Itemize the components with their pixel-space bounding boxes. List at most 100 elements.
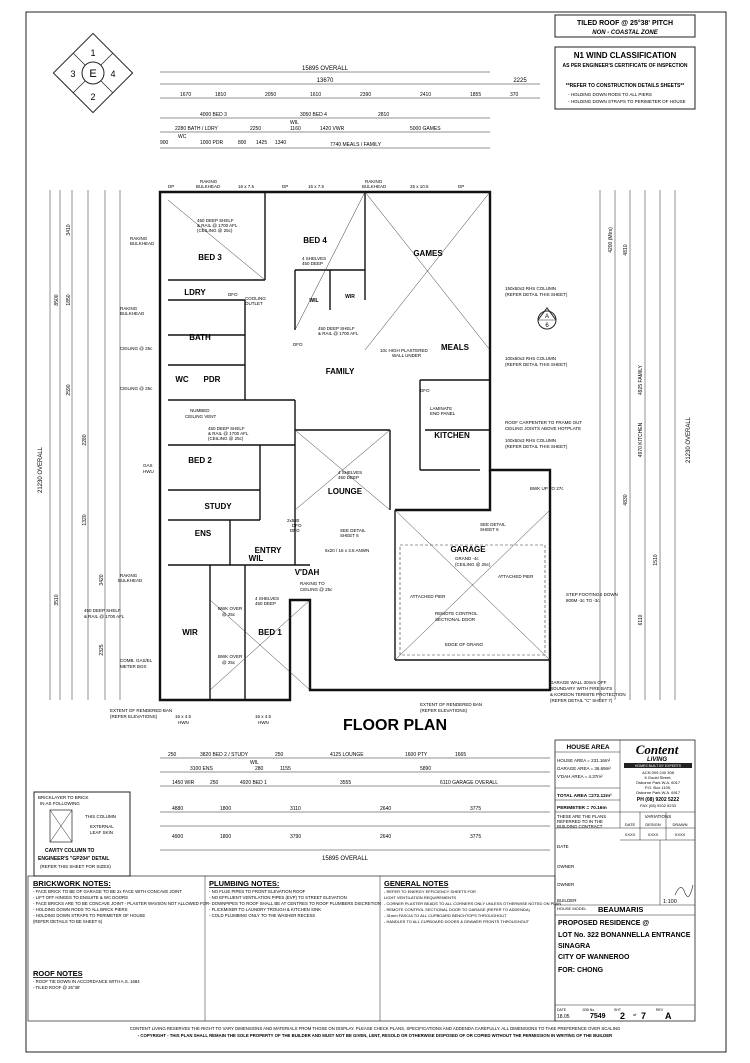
dim-bottom-r4-1: 1800 bbox=[220, 806, 231, 812]
title-block bbox=[554, 739, 696, 1022]
roof-pitch-text: TILED ROOF @ 25°38' PITCH bbox=[577, 19, 673, 27]
laminate-2: END PANEL bbox=[430, 411, 456, 416]
shelves-bed4-2: 450 DEEP bbox=[302, 261, 323, 266]
column-1: 150x50x3 RHS COLUMN bbox=[505, 286, 556, 291]
shelf-bed2-1: 450 DEEP SHELF bbox=[208, 426, 245, 431]
rev-col-date: DATE bbox=[625, 822, 636, 827]
dim-left-0: 8500 bbox=[54, 294, 60, 305]
plumbing-line-4: - COLD PLUMBING ONLY TO THE WASHER RECES… bbox=[209, 913, 315, 918]
dim-vwr: 1420 VWR bbox=[320, 126, 345, 132]
detail-line6: CAVITY COLUMN TO bbox=[45, 848, 95, 854]
room-labels: BED 3 BED 4 GAMES LDRY BATH WC PDR FAMIL… bbox=[175, 236, 486, 637]
dim-bath: 2280 BATH / LDRY bbox=[175, 126, 219, 132]
dim-bottom-r1-3: 4125 LOUNGE bbox=[330, 752, 364, 758]
dim-1160: 1160 bbox=[290, 126, 301, 132]
brickwork-line-2: - FACE BRICKS ARE TO BE CONCAVE JOINT - … bbox=[33, 901, 209, 906]
detail-line4: EXTERNAL bbox=[90, 824, 114, 829]
raking-1: RAKING bbox=[130, 236, 148, 241]
dim-left-1: 3410 bbox=[66, 224, 72, 235]
dim-row6-0: 900 bbox=[160, 140, 169, 146]
garage-slab-outline bbox=[399, 544, 546, 656]
dim-right-overall: 21230 OVERALL bbox=[686, 416, 692, 463]
dim-bottom-r2-4: 5890 bbox=[420, 766, 431, 772]
shelves-bed4-1: 4 SHELVES bbox=[302, 256, 326, 261]
wind-sub-text: AS PER ENGINEER'S CERTIFICATE OF INSPECT… bbox=[563, 63, 688, 69]
owner-field-2: OWNER bbox=[557, 882, 575, 887]
dim-bottom-r4-3: 2640 bbox=[380, 806, 391, 812]
dim-bottom-r3-2: 4920 BED 1 bbox=[240, 780, 267, 786]
date-field: DATE bbox=[557, 844, 569, 849]
rev-value: A bbox=[665, 1011, 672, 1021]
garage-wall-1: GARAGE WALL 30mm OFF bbox=[550, 680, 607, 685]
shelf-left-2: & RAIL @ 1700 AFL bbox=[84, 614, 125, 619]
dim-row6-5: 1340 bbox=[275, 140, 286, 146]
shelf-wil-2: & RAIL @ 1700 AFL bbox=[318, 331, 359, 336]
general-line-0: - REFER TO ENERGY EFFICIENCY SHEETS FOR bbox=[384, 889, 476, 894]
garage-wall-2: BOUNDARY WITH FIRE BATS bbox=[550, 686, 612, 691]
room-entry: ENTRY bbox=[255, 546, 282, 555]
company-name: Content bbox=[636, 742, 679, 757]
dfo-4: DFO bbox=[420, 388, 430, 393]
garage-wall-4: (REFER DETAIL "C" SHEET 7) bbox=[550, 698, 613, 703]
company-addr3: P.O. Box 1109, bbox=[645, 785, 671, 790]
company-logo: Content LIVING HOMES BUILT BY EXPERTS bbox=[624, 742, 692, 768]
rev-val-date: XXXX bbox=[625, 832, 636, 837]
rendered-4: (REFER ELEVATIONS) bbox=[420, 708, 468, 713]
dim-bottom-r1-2: 250 bbox=[275, 752, 284, 758]
plan-title: FLOOR PLAN bbox=[343, 717, 447, 734]
dim-row3-3: 1610 bbox=[310, 92, 321, 98]
shelves-bed1-2: 450 DEEP bbox=[255, 601, 276, 606]
room-wil-upper: WIL bbox=[309, 298, 318, 304]
attached-pier-1: ATTACHED PIER bbox=[410, 594, 446, 599]
shelves-lounge-1: 4 SHELVES bbox=[338, 470, 362, 475]
shelf-bed2-2: & RAIL @ 1700 AFL bbox=[208, 431, 249, 436]
dim-left-8: 2325 bbox=[99, 644, 105, 655]
dim-row6-2: 2250 bbox=[250, 126, 261, 132]
area-vdah: V'DAH AREA = 4.37m² bbox=[557, 774, 603, 779]
section-number: 6 bbox=[545, 323, 549, 329]
rev-label: REV bbox=[656, 1008, 664, 1012]
dim-wc: WC bbox=[178, 134, 187, 140]
house-model-name: BEAUMARIS bbox=[598, 905, 643, 914]
job-no-label: JOB No. bbox=[582, 1008, 595, 1012]
sheet6-1: SHEET 6 bbox=[340, 533, 359, 538]
dfo-3: DFO bbox=[290, 528, 300, 533]
ceiling-at-2: CEILING @ 25c bbox=[120, 386, 153, 391]
numbed: NUMBED bbox=[190, 408, 210, 413]
dim-row3-6: 1855 bbox=[470, 92, 481, 98]
column-1b: (REFER DETAIL THIS SHEET) bbox=[505, 292, 568, 297]
compass-center: E bbox=[89, 68, 96, 80]
brick-detail-box: BRICKLAYER TO BRICK IN AS FOLLOWING THIS… bbox=[33, 791, 131, 877]
dim-right-0: 4200 (Mtrs) bbox=[608, 227, 614, 253]
dim-bottom-r2-2: 280 bbox=[255, 766, 264, 772]
sheet-border bbox=[25, 11, 727, 1053]
bulkhead-2: BULKHEAD bbox=[120, 311, 145, 316]
detail-line5: LEAF SKIN bbox=[90, 830, 113, 835]
sheet-no: 2 bbox=[620, 1011, 625, 1021]
dim-top-overall: 15895 OVERALL bbox=[302, 66, 349, 72]
room-wil: WIL bbox=[249, 554, 264, 563]
area-total: TOTAL AREA =272.12m² bbox=[557, 793, 612, 799]
garage-ceiling: (CEILING @ 25c) bbox=[455, 562, 491, 567]
section-letter: A bbox=[545, 314, 549, 320]
bwk-over-1: BWK OVER bbox=[218, 606, 243, 611]
dim-games: 5000 GAMES bbox=[410, 126, 441, 132]
compass-north: 1 bbox=[90, 48, 95, 58]
compass-west: 3 bbox=[70, 69, 75, 79]
brickwork-lines: - FACE BRICK TO BE OF GARAGE TO BE 2x FA… bbox=[33, 889, 209, 924]
bwk-up: BWK UP TO 27c bbox=[530, 486, 564, 491]
rev-val-drawn: XXXX bbox=[675, 832, 686, 837]
roof-line-0: - ROOF TIE DOWN IN ACCORDANCE WITH A.S. … bbox=[33, 979, 140, 984]
garage-level: GRAND -4c bbox=[455, 556, 480, 561]
plan-annotations: RAKING BULKHEAD RAKING BULKHEAD RAKING B… bbox=[84, 179, 626, 725]
dim-bottom-r1-4: 1600 PTY bbox=[405, 752, 428, 758]
project-line3: SINAGRA bbox=[558, 943, 590, 950]
raking-5: RAKING bbox=[120, 573, 138, 578]
window-3: 25 x 10.5 bbox=[410, 184, 429, 189]
shelves-bed1-1: 4 SHELVES bbox=[255, 596, 279, 601]
tile-size: 2x530 bbox=[287, 518, 300, 523]
window-2: 16 x 7.5 bbox=[308, 184, 325, 189]
roof-wind-header: TILED ROOF @ 25°38' PITCH NON - COASTAL … bbox=[554, 14, 696, 110]
dim-right-5: 1510 bbox=[653, 554, 659, 565]
dim-right-3: 4970 KITCHEN bbox=[638, 422, 644, 457]
